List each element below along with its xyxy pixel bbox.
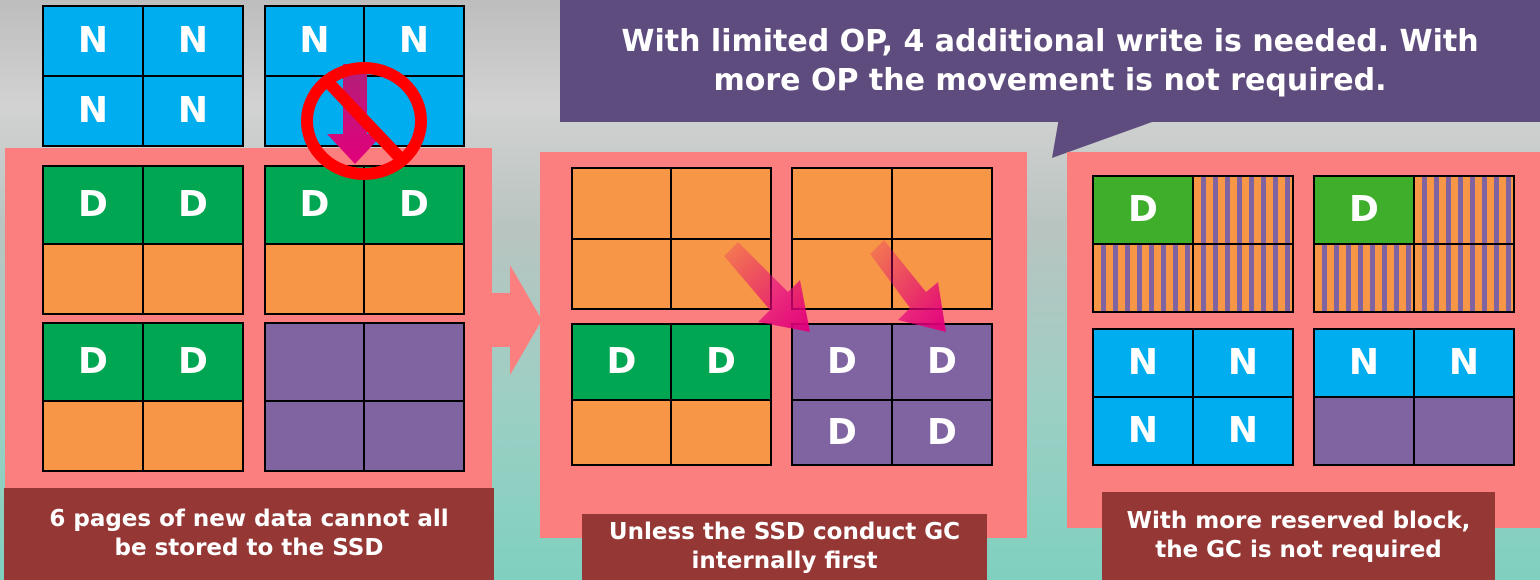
diagonal-arrow-icon — [870, 240, 946, 332]
free-page — [363, 243, 465, 315]
new-page: N — [1413, 328, 1515, 398]
invalid-page — [264, 400, 365, 472]
data-page: D — [42, 322, 144, 402]
right-arrow-icon — [490, 265, 542, 375]
left-caption: 6 pages of new data cannot all be stored… — [4, 488, 494, 580]
right-caption: With more reserved block, the GC is not … — [1102, 492, 1495, 580]
free-page — [670, 167, 772, 240]
new-page: N — [1192, 328, 1294, 398]
prohibited-icon — [301, 62, 427, 180]
invalid-page — [264, 322, 365, 402]
middle-caption-text: Unless the SSD conduct GC internally fir… — [608, 519, 961, 574]
reserved-page — [1413, 175, 1515, 245]
data-page: D — [142, 165, 244, 245]
callout-box: With limited OP, 4 additional write is n… — [560, 0, 1540, 122]
data-page: D — [571, 323, 672, 401]
moved-data-page: D — [791, 323, 893, 401]
new-page: N — [1092, 328, 1194, 398]
new-page: N — [142, 5, 244, 77]
free-page — [670, 399, 772, 466]
diagonal-arrow-icon — [724, 242, 810, 332]
moved-data-page: D — [791, 399, 893, 466]
new-page: N — [1192, 396, 1294, 466]
middle-caption: Unless the SSD conduct GC internally fir… — [582, 514, 987, 580]
reserved-page — [1192, 243, 1294, 313]
free-page — [42, 243, 144, 315]
data-page: D — [363, 165, 465, 245]
invalid-page — [363, 322, 465, 402]
free-page — [791, 167, 893, 240]
invalid-page — [363, 400, 465, 472]
new-page: N — [42, 75, 144, 147]
invalid-page — [1313, 396, 1415, 466]
new-page: N — [142, 75, 244, 147]
free-page — [571, 238, 672, 310]
reserved-page — [1313, 243, 1415, 313]
moved-data-page: D — [891, 399, 993, 466]
right-caption-text: With more reserved block, the GC is not … — [1126, 508, 1471, 563]
callout-tail — [1052, 112, 1180, 158]
new-page: N — [42, 5, 144, 77]
data-page: D — [142, 322, 244, 402]
free-page — [42, 400, 144, 472]
callout-text: With limited OP, 4 additional write is n… — [621, 24, 1479, 98]
reserved-page — [1192, 175, 1294, 245]
data-page: D — [1313, 175, 1415, 245]
free-page — [571, 167, 672, 240]
free-page — [891, 167, 993, 240]
reserved-page — [1413, 243, 1515, 313]
new-page: N — [1092, 396, 1194, 466]
free-page — [264, 243, 365, 315]
free-page — [571, 399, 672, 466]
invalid-page — [1413, 396, 1515, 466]
reserved-page — [1092, 243, 1194, 313]
data-page: D — [42, 165, 144, 245]
data-page: D — [1092, 175, 1194, 245]
free-page — [142, 400, 244, 472]
free-page — [142, 243, 244, 315]
left-caption-text: 6 pages of new data cannot all be stored… — [49, 506, 449, 561]
new-page: N — [1313, 328, 1415, 398]
